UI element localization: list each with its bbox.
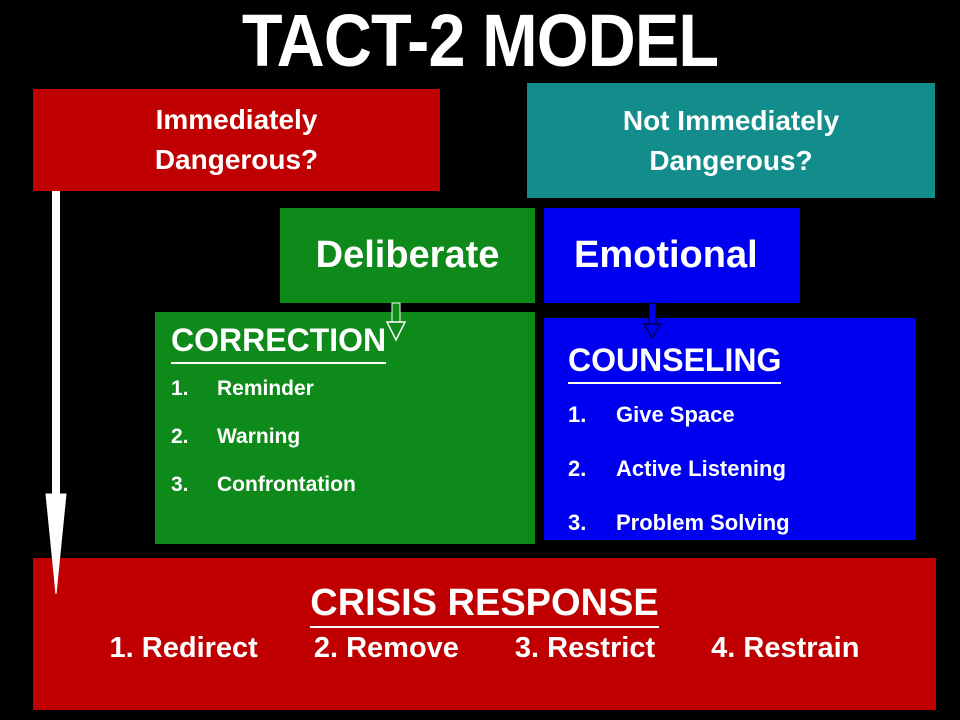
counseling-heading: COUNSELING: [568, 340, 782, 384]
immediately-dangerous-line-1: Immediately: [155, 104, 318, 135]
list-item: 1. Give Space: [568, 402, 916, 428]
crisis-arrow: [45, 191, 67, 595]
list-label: Reminder: [217, 377, 314, 400]
list-number: 2.: [568, 456, 587, 481]
list-label: Problem Solving: [616, 510, 790, 535]
crisis-step-remove: 2. Remove: [313, 632, 459, 664]
crisis-step-redirect: 1. Redirect: [109, 632, 258, 664]
crisis-response-heading: CRISIS RESPONSE: [310, 580, 659, 628]
emotional-box: Emotional: [544, 208, 800, 303]
crisis-response-box: CRISIS RESPONSE 1. Redirect 2. Remove 3.…: [33, 558, 936, 710]
crisis-arrow-shaft: [52, 191, 60, 496]
list-item: 1. Reminder: [171, 376, 535, 401]
counseling-list: 1. Give Space 2. Active Listening 3. Proble…: [568, 402, 916, 536]
correction-list: 1. Reminder 2. Warning 3. Confrontation: [171, 376, 535, 497]
list-label: Active Listening: [616, 456, 786, 481]
crisis-steps: 1. Redirect 2. Remove 3. Restrict 4. Res…: [33, 630, 936, 666]
list-item: 2. Active Listening: [568, 456, 916, 482]
list-label: Give Space: [616, 402, 735, 427]
crisis-step-restrict: 3. Restrict: [514, 632, 656, 664]
list-item: 2. Warning: [171, 424, 535, 449]
list-number: 1.: [171, 377, 189, 400]
list-label: Confrontation: [217, 473, 356, 496]
crisis-step-restrain: 4. Restrain: [711, 632, 860, 664]
list-number: 1.: [568, 402, 587, 427]
deliberate-label: Deliberate: [315, 234, 500, 276]
counseling-box: COUNSELING 1. Give Space 2. Active Listeni…: [544, 312, 922, 544]
deliberate-box: Deliberate: [280, 208, 535, 303]
list-item: 3. Problem Solving: [568, 510, 916, 536]
emotional-label: Emotional: [574, 234, 758, 276]
not-immediately-dangerous-line-1: Not Immediately: [622, 104, 840, 136]
page-title: TACT-2 MODEL: [241, 0, 719, 82]
list-item: 3. Confrontation: [171, 472, 535, 497]
not-immediately-dangerous-line-2: Dangerous?: [649, 144, 813, 176]
correction-heading: CORRECTION: [171, 320, 387, 364]
immediately-dangerous-box: Immediately Dangerous?: [33, 89, 440, 191]
correction-box: CORRECTION 1. Reminder 2. Warning 3. Confro…: [155, 312, 535, 544]
list-label: Warning: [217, 425, 301, 448]
list-number: 3.: [568, 510, 587, 535]
immediately-dangerous-line-2: Dangerous?: [154, 144, 319, 175]
not-immediately-dangerous-box: Not Immediately Dangerous?: [527, 83, 935, 198]
list-number: 3.: [171, 473, 189, 496]
list-number: 2.: [171, 425, 189, 448]
